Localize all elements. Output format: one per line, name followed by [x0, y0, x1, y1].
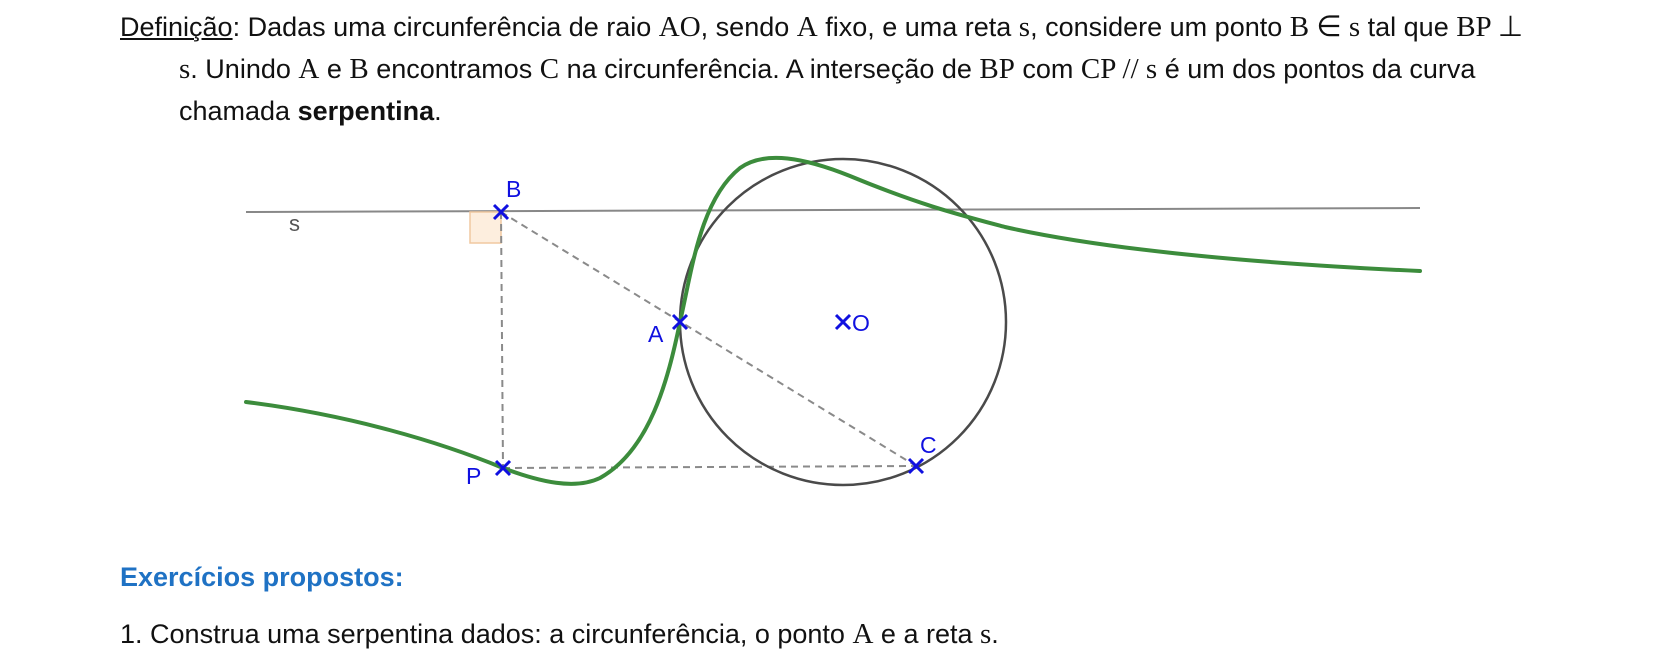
point-o-marker — [834, 313, 852, 331]
math-point-b: B — [349, 53, 369, 85]
def-text-9: na circunferência. A interseção de — [559, 54, 980, 84]
def-text-11: é um dos pontos da curva chamada — [179, 54, 1476, 126]
label-c: C — [920, 432, 937, 458]
def-text-5: tal que — [1360, 12, 1457, 42]
def-text-2: , sendo — [700, 12, 797, 42]
math-membership: B ∈ s — [1289, 11, 1361, 43]
def-text-1: : Dadas uma circunferência de raio — [232, 12, 659, 42]
def-text-6: . Unindo — [190, 54, 299, 84]
dashed-segment-bc — [500, 211, 917, 467]
math-parallel: CP // s — [1080, 53, 1158, 85]
exercise-point-a: A — [852, 618, 874, 650]
math-line: s — [1018, 11, 1031, 43]
math-segment-bp: BP — [979, 53, 1015, 85]
serpentine-curve — [244, 155, 1422, 486]
def-text-12: . — [434, 96, 442, 126]
point-c-marker — [907, 457, 925, 475]
definition-term: Definição — [120, 12, 233, 42]
section-heading: Exercícios propostos: — [120, 562, 404, 592]
exercise-text-1: Construa uma serpentina dados: a circunf… — [142, 619, 853, 649]
label-s: s — [289, 211, 300, 236]
point-a-marker — [671, 313, 689, 331]
exercise-line-s: s — [980, 618, 992, 650]
curve-name: serpentina — [297, 96, 435, 126]
definition-paragraph: Definição: Dadas uma circunferência de r… — [120, 6, 1540, 132]
label-a: A — [648, 321, 664, 347]
point-p-marker — [494, 459, 512, 477]
math-fixed-point: A — [796, 11, 818, 43]
exercise-1: 1. Construa uma serpentina dados: a circ… — [120, 618, 999, 650]
def-text-8: encontramos — [368, 54, 540, 84]
label-o: O — [852, 310, 870, 336]
exercise-text-3: . — [991, 619, 999, 649]
exercise-text-2: e a reta — [873, 619, 980, 649]
line-s — [245, 207, 1421, 213]
label-p: P — [466, 463, 481, 489]
math-radius: AO — [658, 11, 701, 43]
dashed-segment-bp — [500, 211, 504, 469]
label-b: B — [506, 176, 521, 202]
exercise-number: 1. — [120, 619, 143, 649]
math-point-a: A — [298, 53, 320, 85]
serpentine-figure: s B A O C P — [244, 155, 1422, 489]
def-text-10: com — [1014, 54, 1081, 84]
def-text-3: fixo, e uma reta — [817, 12, 1019, 42]
point-b-marker — [492, 203, 510, 221]
def-text-7: e — [319, 54, 350, 84]
def-text-4: , considere um ponto — [1030, 12, 1290, 42]
dashed-segment-pc — [502, 465, 917, 469]
math-point-c: C — [539, 53, 560, 85]
math-perpendicular: BP ⊥ s — [179, 11, 1524, 85]
